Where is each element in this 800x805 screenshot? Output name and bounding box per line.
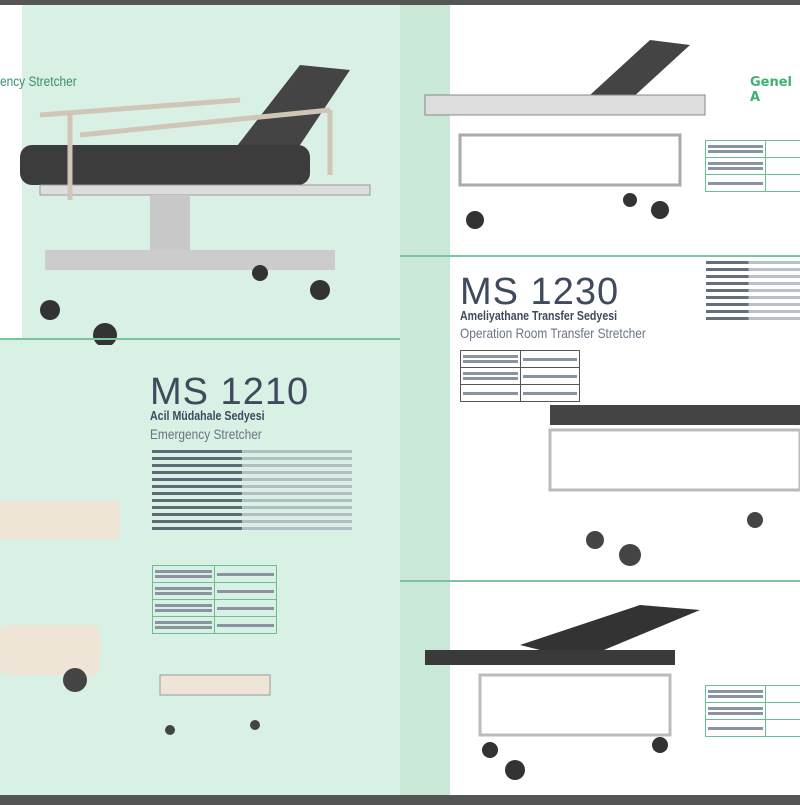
- feature-list: [706, 261, 800, 324]
- product-name-en: Operation Room Transfer Stretcher: [460, 325, 646, 341]
- spec-table: [460, 350, 580, 402]
- product-name-en: Emergency Stretcher: [150, 426, 262, 442]
- page-margin: [0, 5, 22, 340]
- feature-list: [152, 450, 352, 534]
- model-number: MS 1210: [150, 371, 310, 413]
- section-header: ency Stretcher: [0, 73, 77, 89]
- divider: [400, 580, 800, 582]
- model-number: MS 1230: [460, 271, 620, 313]
- ms1230-stretcher-images: [424, 40, 800, 780]
- section-header: Genel A: [750, 75, 793, 105]
- product-name-tr: Ameliyathane Transfer Sedyesi: [460, 309, 618, 323]
- ms1210-stretcher-image: [20, 65, 371, 345]
- product-name-tr: Acil Müdahale Sedyesi: [150, 409, 265, 423]
- ms1210-side-images: [0, 500, 271, 735]
- spec-table: [152, 565, 277, 634]
- right-page: Genel A MS 1230 Ameliyathane Transfer Se…: [400, 5, 800, 795]
- divider: [0, 338, 400, 340]
- spec-table: [705, 685, 800, 737]
- spec-table: [705, 140, 800, 192]
- left-page: ency Stretcher MS 1210 Acil Müdahale Sed…: [0, 5, 400, 795]
- divider: [400, 255, 800, 257]
